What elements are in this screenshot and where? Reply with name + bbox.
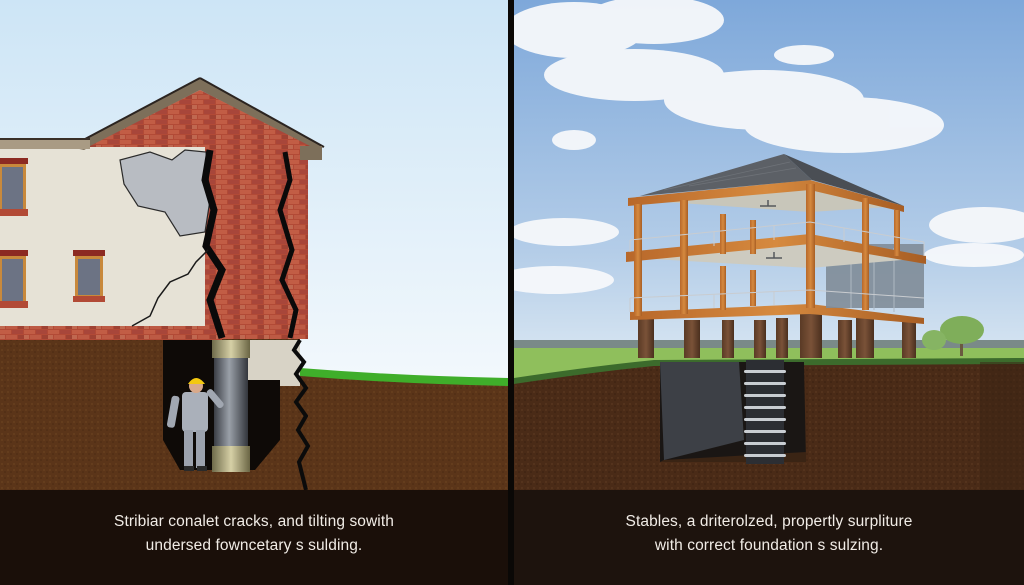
right-caption: Stables, a driterolzed, propertly surpli…	[514, 490, 1024, 585]
timber-columns	[634, 184, 900, 316]
ceiling-fans	[760, 200, 782, 259]
panel-divider	[508, 0, 514, 585]
right-comparison-panel: Stables, a driterolzed, propertly surpli…	[514, 0, 1024, 585]
cracked-house-svg	[0, 0, 508, 490]
stable-building-svg	[514, 0, 1024, 490]
stable-building-illustration	[514, 0, 1024, 490]
left-caption-line-1: Stribiar conalet cracks, and tilting sow…	[114, 513, 394, 530]
clouds	[514, 0, 1024, 294]
worker-figure	[166, 378, 224, 471]
left-caption: Stribiar conalet cracks, and tilting sow…	[0, 490, 508, 585]
cracked-house-illustration	[0, 0, 508, 490]
right-caption-line-1: Stables, a driterolzed, propertly surpli…	[625, 513, 913, 530]
windows	[0, 158, 105, 308]
support-posts	[638, 314, 916, 358]
left-comparison-panel: Stribiar conalet cracks, and tilting sow…	[0, 0, 508, 585]
right-caption-line-2: with correct foundation s sulzing.	[654, 537, 884, 554]
railings	[629, 221, 925, 312]
left-caption-line-2: undersed fowncetary s sulding.	[145, 537, 363, 554]
pier-helix-rings	[744, 370, 786, 457]
